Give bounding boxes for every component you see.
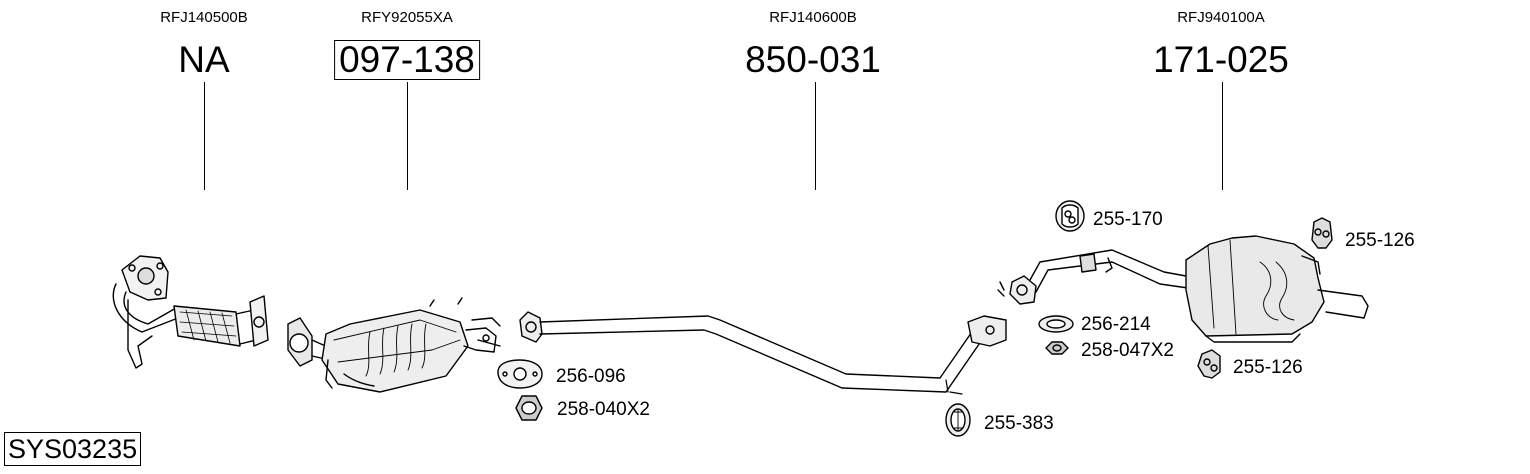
fitting-label: 258-047X2 [1081,340,1174,361]
part-number-catalyst[interactable]: 097-138 [334,40,480,80]
system-code: SYS03235 [4,432,142,466]
assembly-ref-rear-silencer: RFJ940100A [1177,9,1265,26]
fitting-label: 255-170 [1093,209,1163,230]
part-number-rear-silencer[interactable]: 171-025 [1153,39,1289,80]
fitting-label: 258-040X2 [557,399,650,420]
front-pipe-drawing[interactable] [112,255,269,369]
leader-line-rear-silencer [1222,82,1223,190]
fitting-label: 255-383 [984,413,1054,434]
catalyst-drawing[interactable] [287,297,501,393]
hanger-icon[interactable] [1311,217,1333,249]
nut-icon[interactable] [515,395,543,421]
rear-silencer-drawing[interactable] [997,235,1369,343]
leader-line-middle-pipe [815,82,816,190]
part-number-front-pipe[interactable]: NA [178,39,230,80]
hanger-icon[interactable] [1055,200,1085,232]
rubber-mount-icon[interactable] [945,403,971,437]
middle-pipe-drawing[interactable] [519,311,1007,395]
assembly-ref-catalyst: RFY92055XA [361,9,453,26]
hanger-icon[interactable] [1197,349,1221,379]
assembly-ref-middle-pipe: RFJ140600B [769,9,857,26]
part-number-middle-pipe[interactable]: 850-031 [745,39,881,80]
fitting-label: 255-126 [1345,230,1415,251]
assembly-ref-front-pipe: RFJ140500B [160,9,248,26]
ring-gasket-icon[interactable] [1038,315,1074,333]
fitting-label: 256-096 [556,366,626,387]
fitting-label: 256-214 [1081,314,1151,335]
nut-icon[interactable] [1045,341,1069,355]
leader-line-catalyst [407,82,408,190]
fitting-label: 255-126 [1233,357,1303,378]
leader-line-front-pipe [204,82,205,190]
flange-gasket-icon[interactable] [497,359,543,389]
